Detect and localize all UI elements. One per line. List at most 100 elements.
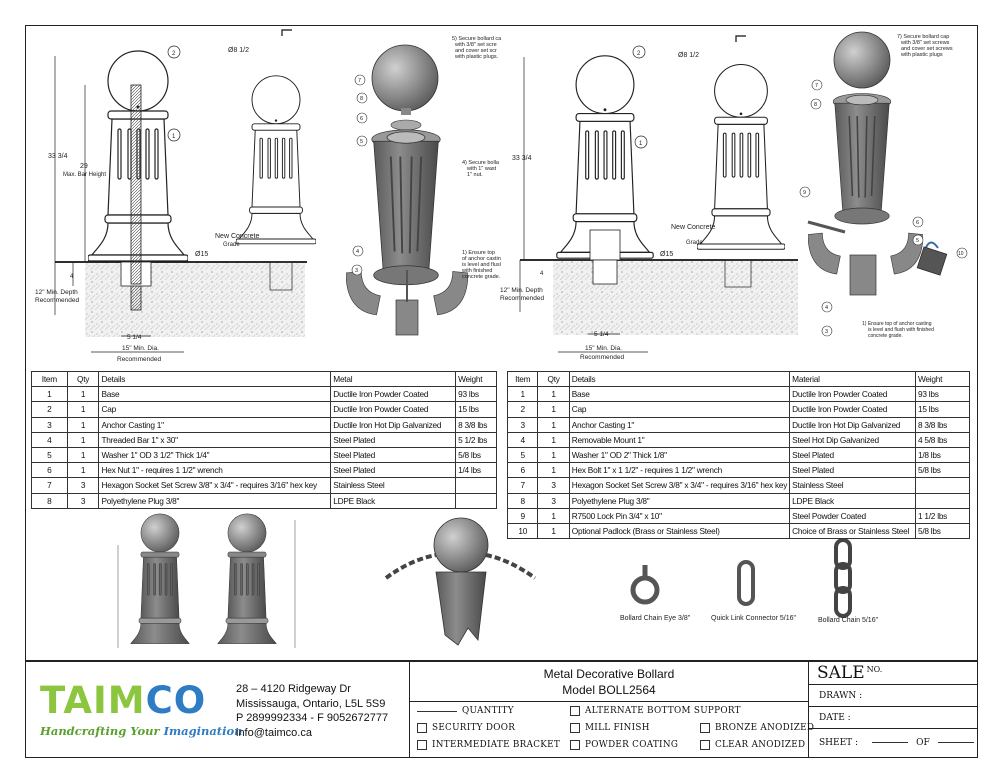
note-7-line: and cover set screws [901,46,953,52]
balloon: 8 [360,96,363,102]
drawing-title: Metal Decorative Bollard [543,667,675,681]
table-cell: 15 lbs [455,401,497,418]
table-cell: 1 [537,416,570,433]
table-cell: 8 [506,492,539,509]
logo-tagline: Handcrafting Your Imagination [40,724,243,738]
column-header: Details [98,370,332,388]
table-cell: 10 [506,522,539,540]
table-cell: 1 [31,386,68,403]
taimco-logo: TAIMCO [40,679,207,722]
column-header: Item [506,370,539,388]
column-header: Weight [455,370,497,388]
checkbox-powder-coating[interactable]: POWDER COATING [570,740,678,750]
table-cell: Hex Bolt 1" x 1 1/2" - requires 1 1/2" w… [568,462,791,479]
table-cell: 3 [31,416,68,433]
table-cell: 8 3/8 lbs [455,416,497,433]
sale-label: SALE [817,663,865,683]
column-header: Metal [330,370,457,388]
table-cell: Base [98,386,332,403]
note-7-line: 7) Secure bollard cap [897,34,949,40]
table-cell: 93 lbs [455,386,497,403]
table-cell: 3 [537,477,570,494]
table-cell: 3 [537,492,570,509]
table-cell: 1 [66,386,100,403]
table-cell: 1/4 lbs [455,462,497,479]
balloon: 8 [814,102,817,108]
sheet-field[interactable]: SHEET :OF [809,729,977,756]
dim-4: 4 [70,274,74,280]
table-cell: Removable Mount 1" [568,431,791,448]
dim-4: 4 [540,271,544,277]
table-cell: Choice of Brass or Stainless Steel [789,522,916,540]
table-cell [455,477,497,494]
table-cell [455,492,497,509]
checkbox-clear-anodized[interactable]: CLEAR ANODIZED [700,740,805,750]
balloon: 3 [825,329,828,335]
depth-label-2: Recommended [35,297,79,304]
cap-dia: Ø8 1/2 [228,47,249,54]
balloon: 4 [356,249,359,255]
dia-label-1: 15" Min. Dia. [585,345,622,352]
table-cell: 5/8 lbs [914,462,971,479]
date-field[interactable]: DATE : [809,707,977,729]
table-cell: 3 [506,416,539,433]
note-4-line: with 1" wast [466,166,497,172]
balloon: 5 [916,238,919,244]
balloon: 2 [637,51,641,57]
balloon: 3 [355,268,358,274]
table-cell: LDPE Black [330,492,457,509]
table-cell: 2 [506,401,539,418]
quantity-field[interactable]: QUANTITY [417,706,514,716]
checkbox-bronze-anodized[interactable]: BRONZE ANODIZED [700,723,814,733]
table-cell: 8 [31,492,68,509]
table-cell: 1 [537,507,570,524]
balloon: 2 [172,51,176,57]
table-cell: Ductile Iron Powder Coated [789,401,916,418]
table-cell: 8 3/8 lbs [914,416,971,433]
checkbox-mill-finish[interactable]: MILL FINISH [570,723,650,733]
table-cell: 1 [66,431,100,448]
table-cell: Ductile Iron Powder Coated [789,386,916,403]
concrete-label-1: New Concrete [671,224,715,231]
note-7-line: with plastic plugs [900,52,943,58]
dim-bar-label: Max. Bar Height [63,172,106,178]
left-section-view: 33 3/4 29 Max. Bar Height 4 12" Min. Dep… [35,45,307,363]
table-cell: Hex Nut 1" - requires 1 1/2" wrench [98,462,332,479]
table-cell: 4 [31,431,68,448]
dia-label-2: Recommended [580,354,624,361]
chain-eye [630,565,660,605]
checkbox-alternate-bottom-support[interactable]: ALTERNATE BOTTOM SUPPORT [570,706,741,716]
checkbox-security-door[interactable]: SECURITY DOOR [417,723,515,733]
note-5-line: 5) Secure bollard ca [452,36,502,42]
table-cell: Steel Plated [789,462,916,479]
email-link[interactable]: info@taimco.ca [236,726,312,739]
table-cell: Steel Plated [330,446,457,464]
base-dia: Ø15 [195,251,208,258]
drawn-field[interactable]: DRAWN : [809,685,977,707]
balloon: 9 [803,190,806,196]
table-cell: 3 [66,477,100,494]
checkbox-intermediate-bracket[interactable]: INTERMEDIATE BRACKET [417,740,560,750]
balloon: 10 [958,251,964,257]
column-header: Item [31,370,68,388]
table-cell: Washer 1" OD 2" Thick 1/8" [568,446,791,464]
balloon: 6 [916,220,919,226]
right-exploded-3d: 7) Secure bollard cap with 3/8" set scre… [799,31,968,339]
table-cell: Threaded Bar 1" x 30" [98,431,332,448]
concrete-label-2: Grade [223,242,240,248]
table-cell: Anchor Casting 1" [98,416,332,433]
note-1-line: is level and flush with finished [868,327,934,333]
bottom-views: Bollard Chain Eye 3/8" Quick Link Connec… [117,513,879,648]
